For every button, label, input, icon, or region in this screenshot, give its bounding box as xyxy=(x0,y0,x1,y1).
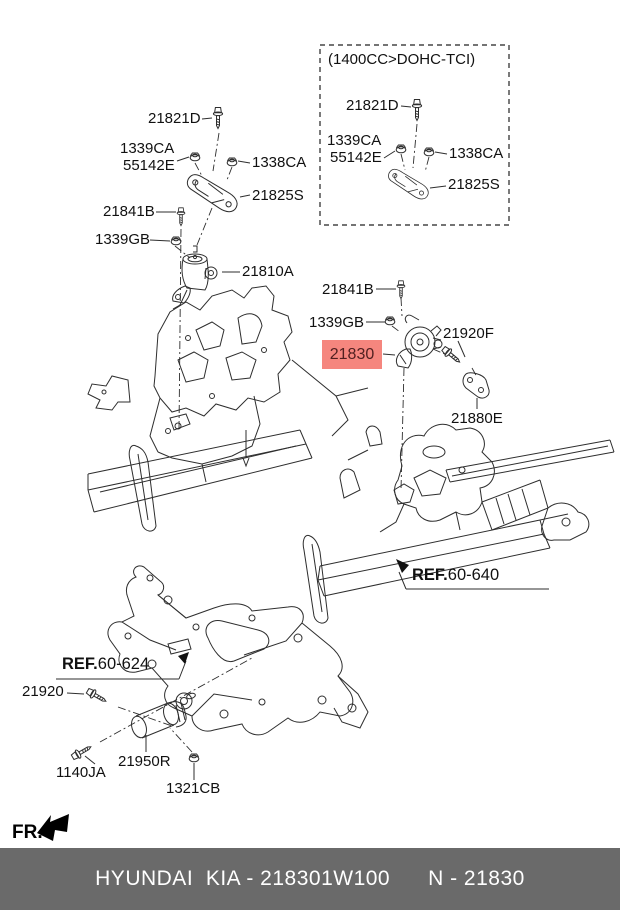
inset-hardware-art xyxy=(385,99,435,201)
part-label-1339ca[interactable]: 1339CA xyxy=(120,140,175,157)
roll-rod-hardware-art xyxy=(69,686,200,763)
transmission-mount-hardware-art xyxy=(384,280,464,367)
part-label-1339gb-right[interactable]: 1339GB xyxy=(309,314,365,331)
part-label-1321cb[interactable]: 1321CB xyxy=(166,780,221,797)
ref-prefix: REF. xyxy=(412,566,448,584)
ref-label-side-member: REF.60-640 xyxy=(412,566,499,585)
part-label-1140ja[interactable]: 1140JA xyxy=(56,764,106,781)
part-label-21810a[interactable]: 21810A xyxy=(242,263,294,280)
roll-rod-21950r-art xyxy=(131,692,196,739)
part-label-21825s-inset[interactable]: 21825S xyxy=(448,176,500,193)
part-label-55142e[interactable]: 55142E xyxy=(123,157,175,174)
ref-number: 60-640 xyxy=(447,566,500,584)
footer-part-number: N - 21830 xyxy=(428,867,525,890)
part-label-21920f[interactable]: 21920F xyxy=(443,325,494,342)
part-label-55142e-inset[interactable]: 55142E xyxy=(330,149,382,166)
ref-prefix: REF. xyxy=(62,655,98,673)
part-label-21821d-inset[interactable]: 21821D xyxy=(346,97,399,114)
ref-number: 60-624 xyxy=(97,655,150,673)
right-side-member-art xyxy=(302,423,615,624)
transmission-mount-21830-art xyxy=(395,314,443,369)
part-label-1338ca-inset[interactable]: 1338CA xyxy=(449,145,504,162)
centerlines xyxy=(99,123,478,753)
part-label-21821d[interactable]: 21821D xyxy=(148,110,201,127)
part-label-21825s[interactable]: 21825S xyxy=(252,187,304,204)
crossmember-art xyxy=(107,565,369,736)
part-label-21880e[interactable]: 21880E xyxy=(451,410,503,427)
part-label-1339ca-inset[interactable]: 1339CA xyxy=(327,132,382,149)
part-label-1338ca[interactable]: 1338CA xyxy=(252,154,307,171)
footer-catalog-code: HYUNDAI KIA - 218301W100 xyxy=(95,867,391,890)
part-label-21920[interactable]: 21920 xyxy=(22,683,64,700)
part-label-21830-highlighted[interactable]: 21830 xyxy=(322,340,382,369)
front-direction-label: FR. xyxy=(12,822,43,843)
part-label-21950r[interactable]: 21950R xyxy=(118,753,171,770)
support-bracket-21880e-art xyxy=(462,372,490,399)
part-label-21841b-right[interactable]: 21841B xyxy=(322,281,374,298)
part-label-21841b-left[interactable]: 21841B xyxy=(103,203,155,220)
ref-label-crossmember: REF.60-624 xyxy=(62,655,149,674)
part-label-1339gb-left[interactable]: 1339GB xyxy=(95,231,151,248)
inset-variant-note: (1400CC>DOHC-TCI) xyxy=(328,51,476,68)
engine-mount-hardware-art xyxy=(170,107,241,246)
engine-mount-21810a-art xyxy=(172,245,218,310)
footer-bar: HYUNDAI KIA - 218301W100 N - 21830 xyxy=(0,848,620,910)
